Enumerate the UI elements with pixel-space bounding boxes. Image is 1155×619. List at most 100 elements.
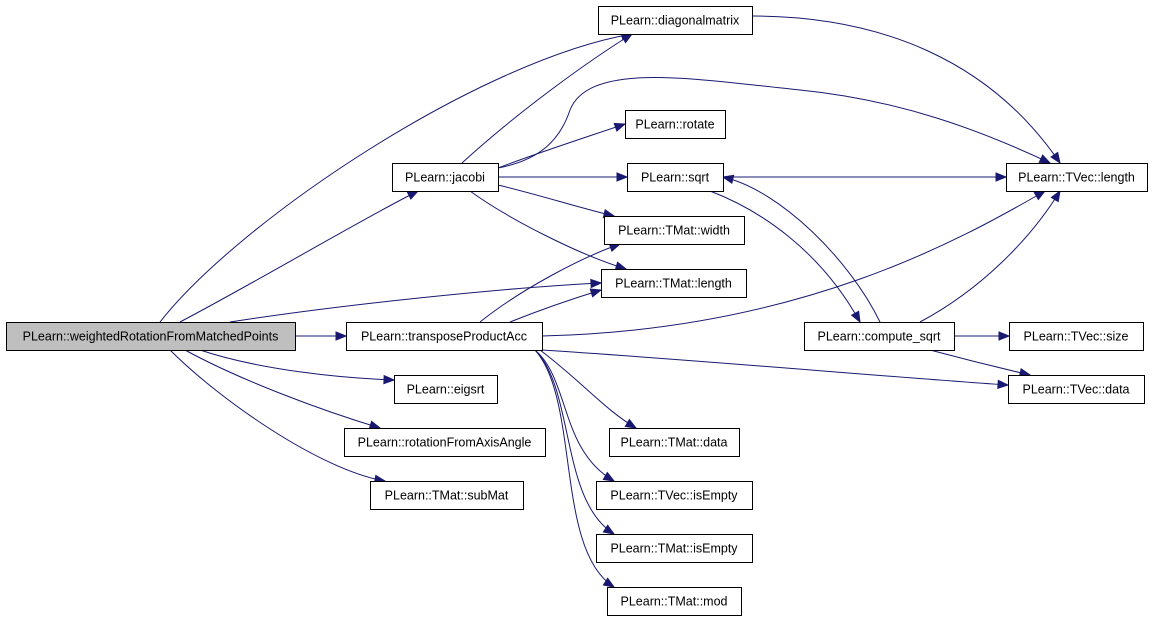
edge-weightedRotationFromMatchedPoints-to-eigsrt — [199, 349, 396, 385]
edge-jacobi-to-diagonalmatrix — [461, 33, 634, 164]
node-diagonalmatrix[interactable]: PLearn::diagonalmatrix — [598, 6, 753, 35]
edge-line — [541, 190, 1046, 337]
arrowhead — [616, 172, 629, 182]
node-TVec_length[interactable]: PLearn::TVec::length — [1006, 163, 1148, 192]
arrowhead — [335, 331, 348, 341]
edge-transposeProductAcc-to-TMat_data — [539, 349, 638, 429]
node-rotationFromAxisAngle[interactable]: PLearn::rotationFromAxisAngle — [344, 428, 546, 457]
node-box — [604, 216, 745, 245]
arrowhead — [721, 174, 735, 184]
node-rotate[interactable]: PLearn::rotate — [625, 110, 726, 139]
node-TMat_length[interactable]: PLearn::TMat::length — [601, 269, 747, 298]
arrowhead — [1033, 190, 1047, 201]
node-label: PLearn::rotate — [635, 118, 714, 132]
node-TMat_isEmpty[interactable]: PLearn::TMat::isEmpty — [596, 534, 753, 563]
node-subMat[interactable]: PLearn::TMat::subMat — [370, 481, 524, 510]
node-box — [394, 375, 498, 404]
edge-diagonalmatrix-to-TVec_length — [751, 15, 1061, 165]
node-TMat_data[interactable]: PLearn::TMat::data — [609, 428, 740, 457]
arrowhead — [602, 524, 616, 535]
arrowhead — [590, 278, 603, 289]
node-label: PLearn::diagonalmatrix — [611, 14, 740, 28]
node-label: PLearn::compute_sqrt — [818, 330, 942, 344]
edge-sqrt-to-compute_sqrt — [709, 190, 861, 324]
node-label: PLearn::TMat::mod — [621, 595, 728, 609]
edge-line — [179, 190, 419, 323]
node-jacobi[interactable]: PLearn::jacobi — [392, 163, 499, 192]
arrowhead — [1050, 151, 1061, 165]
node-label: PLearn::sqrt — [641, 171, 710, 185]
node-box — [607, 587, 742, 616]
node-box — [598, 6, 753, 35]
edge-compute_sqrt-to-sqrt — [721, 174, 881, 323]
node-box — [601, 269, 747, 298]
edge-jacobi-to-TVec_length — [497, 77, 1052, 169]
node-transposeProductAcc[interactable]: PLearn::transposeProductAcc — [346, 322, 543, 351]
node-label: PLearn::TMat::data — [620, 436, 727, 450]
node-box — [627, 163, 724, 192]
node-sqrt[interactable]: PLearn::sqrt — [627, 163, 724, 192]
arrowhead — [997, 379, 1010, 390]
edge-jacobi-to-TMat_length — [469, 190, 628, 271]
arrowhead — [368, 420, 382, 430]
arrowhead — [406, 190, 420, 200]
node-label: PLearn::eigsrt — [407, 383, 485, 397]
node-label: PLearn::TVec::data — [1022, 383, 1129, 397]
edge-compute_sqrt-to-TVec_length — [919, 189, 1061, 323]
arrowhead — [602, 471, 616, 482]
edge-line — [169, 349, 386, 482]
node-label: PLearn::weightedRotationFromMatchedPoint… — [23, 330, 279, 344]
edge-line — [469, 190, 627, 270]
arrowhead — [1050, 189, 1061, 203]
arrowhead — [383, 374, 396, 385]
arrowhead — [995, 172, 1008, 182]
node-label: PLearn::TMat::width — [618, 224, 730, 238]
node-TVec_data[interactable]: PLearn::TVec::data — [1008, 375, 1145, 404]
node-box — [804, 322, 955, 351]
edge-line — [541, 349, 1009, 386]
node-box — [596, 481, 753, 510]
node-box — [344, 428, 546, 457]
edge-line — [461, 33, 633, 164]
node-box — [609, 428, 740, 457]
edge-transposeProductAcc-to-TMat_length — [509, 288, 603, 323]
node-label: PLearn::rotationFromAxisAngle — [358, 436, 532, 450]
edge-line — [159, 33, 633, 323]
edge-line — [497, 184, 615, 217]
edge-line — [497, 123, 626, 169]
edge-jacobi-to-rotate — [497, 122, 627, 169]
edge-line — [539, 349, 637, 429]
node-TMat_width[interactable]: PLearn::TMat::width — [604, 216, 745, 245]
edge-line — [479, 243, 621, 323]
node-label: PLearn::TMat::subMat — [385, 489, 509, 503]
node-box — [6, 322, 296, 351]
edge-line — [534, 349, 615, 482]
arrowhead — [620, 33, 634, 44]
edge-line — [229, 282, 602, 323]
node-label: PLearn::jacobi — [405, 171, 485, 185]
node-TMat_mod[interactable]: PLearn::TMat::mod — [607, 587, 742, 616]
node-box — [392, 163, 499, 192]
arrowhead — [602, 577, 616, 588]
edge-transposeProductAcc-to-TMat_mod — [534, 349, 616, 588]
edge-line — [534, 349, 615, 588]
edge-weightedRotationFromMatchedPoints-to-transposeProductAcc — [295, 331, 348, 341]
arrowhead — [998, 331, 1011, 341]
node-TVec_size[interactable]: PLearn::TVec::size — [1009, 322, 1144, 351]
edge-jacobi-to-sqrt — [497, 172, 629, 182]
node-TVec_isEmpty[interactable]: PLearn::TVec::isEmpty — [596, 481, 753, 510]
node-weightedRotationFromMatchedPoints[interactable]: PLearn::weightedRotationFromMatchedPoint… — [6, 322, 296, 351]
node-compute_sqrt[interactable]: PLearn::compute_sqrt — [804, 322, 955, 351]
edge-line — [919, 190, 1061, 323]
node-label: PLearn::TMat::isEmpty — [610, 542, 738, 556]
node-box — [370, 481, 524, 510]
edge-weightedRotationFromMatchedPoints-to-TMat_length — [229, 278, 603, 323]
node-eigsrt[interactable]: PLearn::eigsrt — [394, 375, 498, 404]
edge-sqrt-to-TVec_length — [722, 172, 1008, 182]
arrowhead — [850, 310, 861, 324]
node-label: PLearn::TVec::length — [1018, 171, 1135, 185]
node-box — [346, 322, 543, 351]
node-box — [625, 110, 726, 139]
node-box — [1009, 322, 1144, 351]
edge-line — [509, 289, 602, 323]
